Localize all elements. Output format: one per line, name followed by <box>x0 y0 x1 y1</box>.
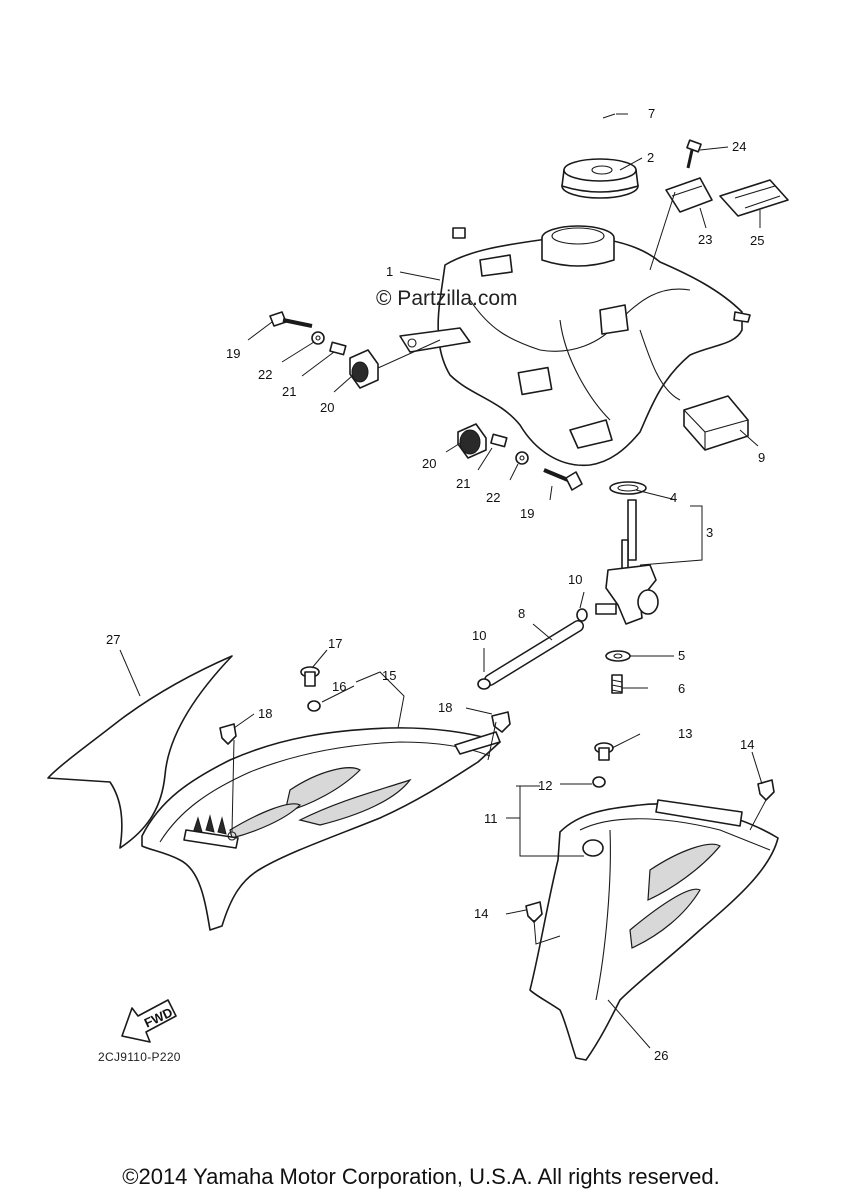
callout-10-right: 10 <box>568 572 582 587</box>
part-fuel-cap <box>561 158 639 199</box>
callout-12: 12 <box>538 778 552 793</box>
part-gasket-4 <box>609 481 647 495</box>
callout-24: 24 <box>732 139 746 154</box>
callout-10-left: 10 <box>472 628 486 643</box>
callout-18-left: 18 <box>258 706 272 721</box>
part-fasteners-right <box>525 742 775 923</box>
callout-2: 2 <box>647 150 654 165</box>
callout-11: 11 <box>484 811 498 826</box>
callout-7: 7 <box>648 106 655 121</box>
copyright-notice: ©2014 Yamaha Motor Corporation, U.S.A. A… <box>122 1164 720 1189</box>
part-washer-5 <box>605 650 631 662</box>
part-breather-hose <box>452 94 606 239</box>
part-mount-set-lower <box>457 423 583 491</box>
leader-lines <box>119 113 767 1049</box>
part-decal-27 <box>47 655 233 849</box>
part-fasteners-left <box>219 666 511 745</box>
callout-labels: 7 2 1 24 23 25 9 19 22 21 20 20 21 22 19… <box>106 106 765 1063</box>
part-mount-set-upper <box>269 311 379 389</box>
callout-15: 15 <box>382 668 396 683</box>
callout-20-lower: 20 <box>422 456 436 471</box>
callout-22-upper: 22 <box>258 367 272 382</box>
fwd-label: FWD <box>142 1005 175 1031</box>
callout-13: 13 <box>678 726 692 741</box>
callout-23: 23 <box>698 232 712 247</box>
callout-6: 6 <box>678 681 685 696</box>
callout-19-upper: 19 <box>226 346 240 361</box>
watermark-text: © Partzilla.com <box>376 287 518 310</box>
part-bracket-23 <box>665 177 713 213</box>
callout-18-right: 18 <box>438 700 452 715</box>
callout-20-upper: 20 <box>320 400 334 415</box>
callout-21-lower: 21 <box>456 476 470 491</box>
part-clips-10 <box>477 608 588 690</box>
callout-14-left: 14 <box>474 906 488 921</box>
diagram-code: 2CJ9110-P220 <box>98 1050 181 1064</box>
callout-9: 9 <box>758 450 765 465</box>
callout-16: 16 <box>332 679 346 694</box>
part-bracket-25 <box>719 179 789 217</box>
callout-25: 25 <box>750 233 764 248</box>
part-side-cover-left <box>141 727 501 931</box>
callout-26: 26 <box>654 1048 668 1063</box>
callout-21-upper: 21 <box>282 384 296 399</box>
callout-3: 3 <box>706 525 713 540</box>
callout-19-lower: 19 <box>520 506 534 521</box>
callout-14-right: 14 <box>740 737 754 752</box>
callout-5: 5 <box>678 648 685 663</box>
callout-4: 4 <box>670 490 677 505</box>
part-bolt-24 <box>686 139 702 169</box>
callout-8: 8 <box>518 606 525 621</box>
part-damper-9 <box>683 395 749 451</box>
part-fuel-hose <box>484 620 584 686</box>
callout-27: 27 <box>106 632 120 647</box>
part-bolt-6 <box>611 674 623 694</box>
part-fuel-tank <box>399 225 751 467</box>
callout-1: 1 <box>386 264 393 279</box>
fwd-arrow-icon: FWD <box>121 999 177 1043</box>
part-side-cover-right <box>529 799 779 1061</box>
callout-17: 17 <box>328 636 342 651</box>
callout-22-lower: 22 <box>486 490 500 505</box>
part-fuel-cock <box>595 499 659 625</box>
